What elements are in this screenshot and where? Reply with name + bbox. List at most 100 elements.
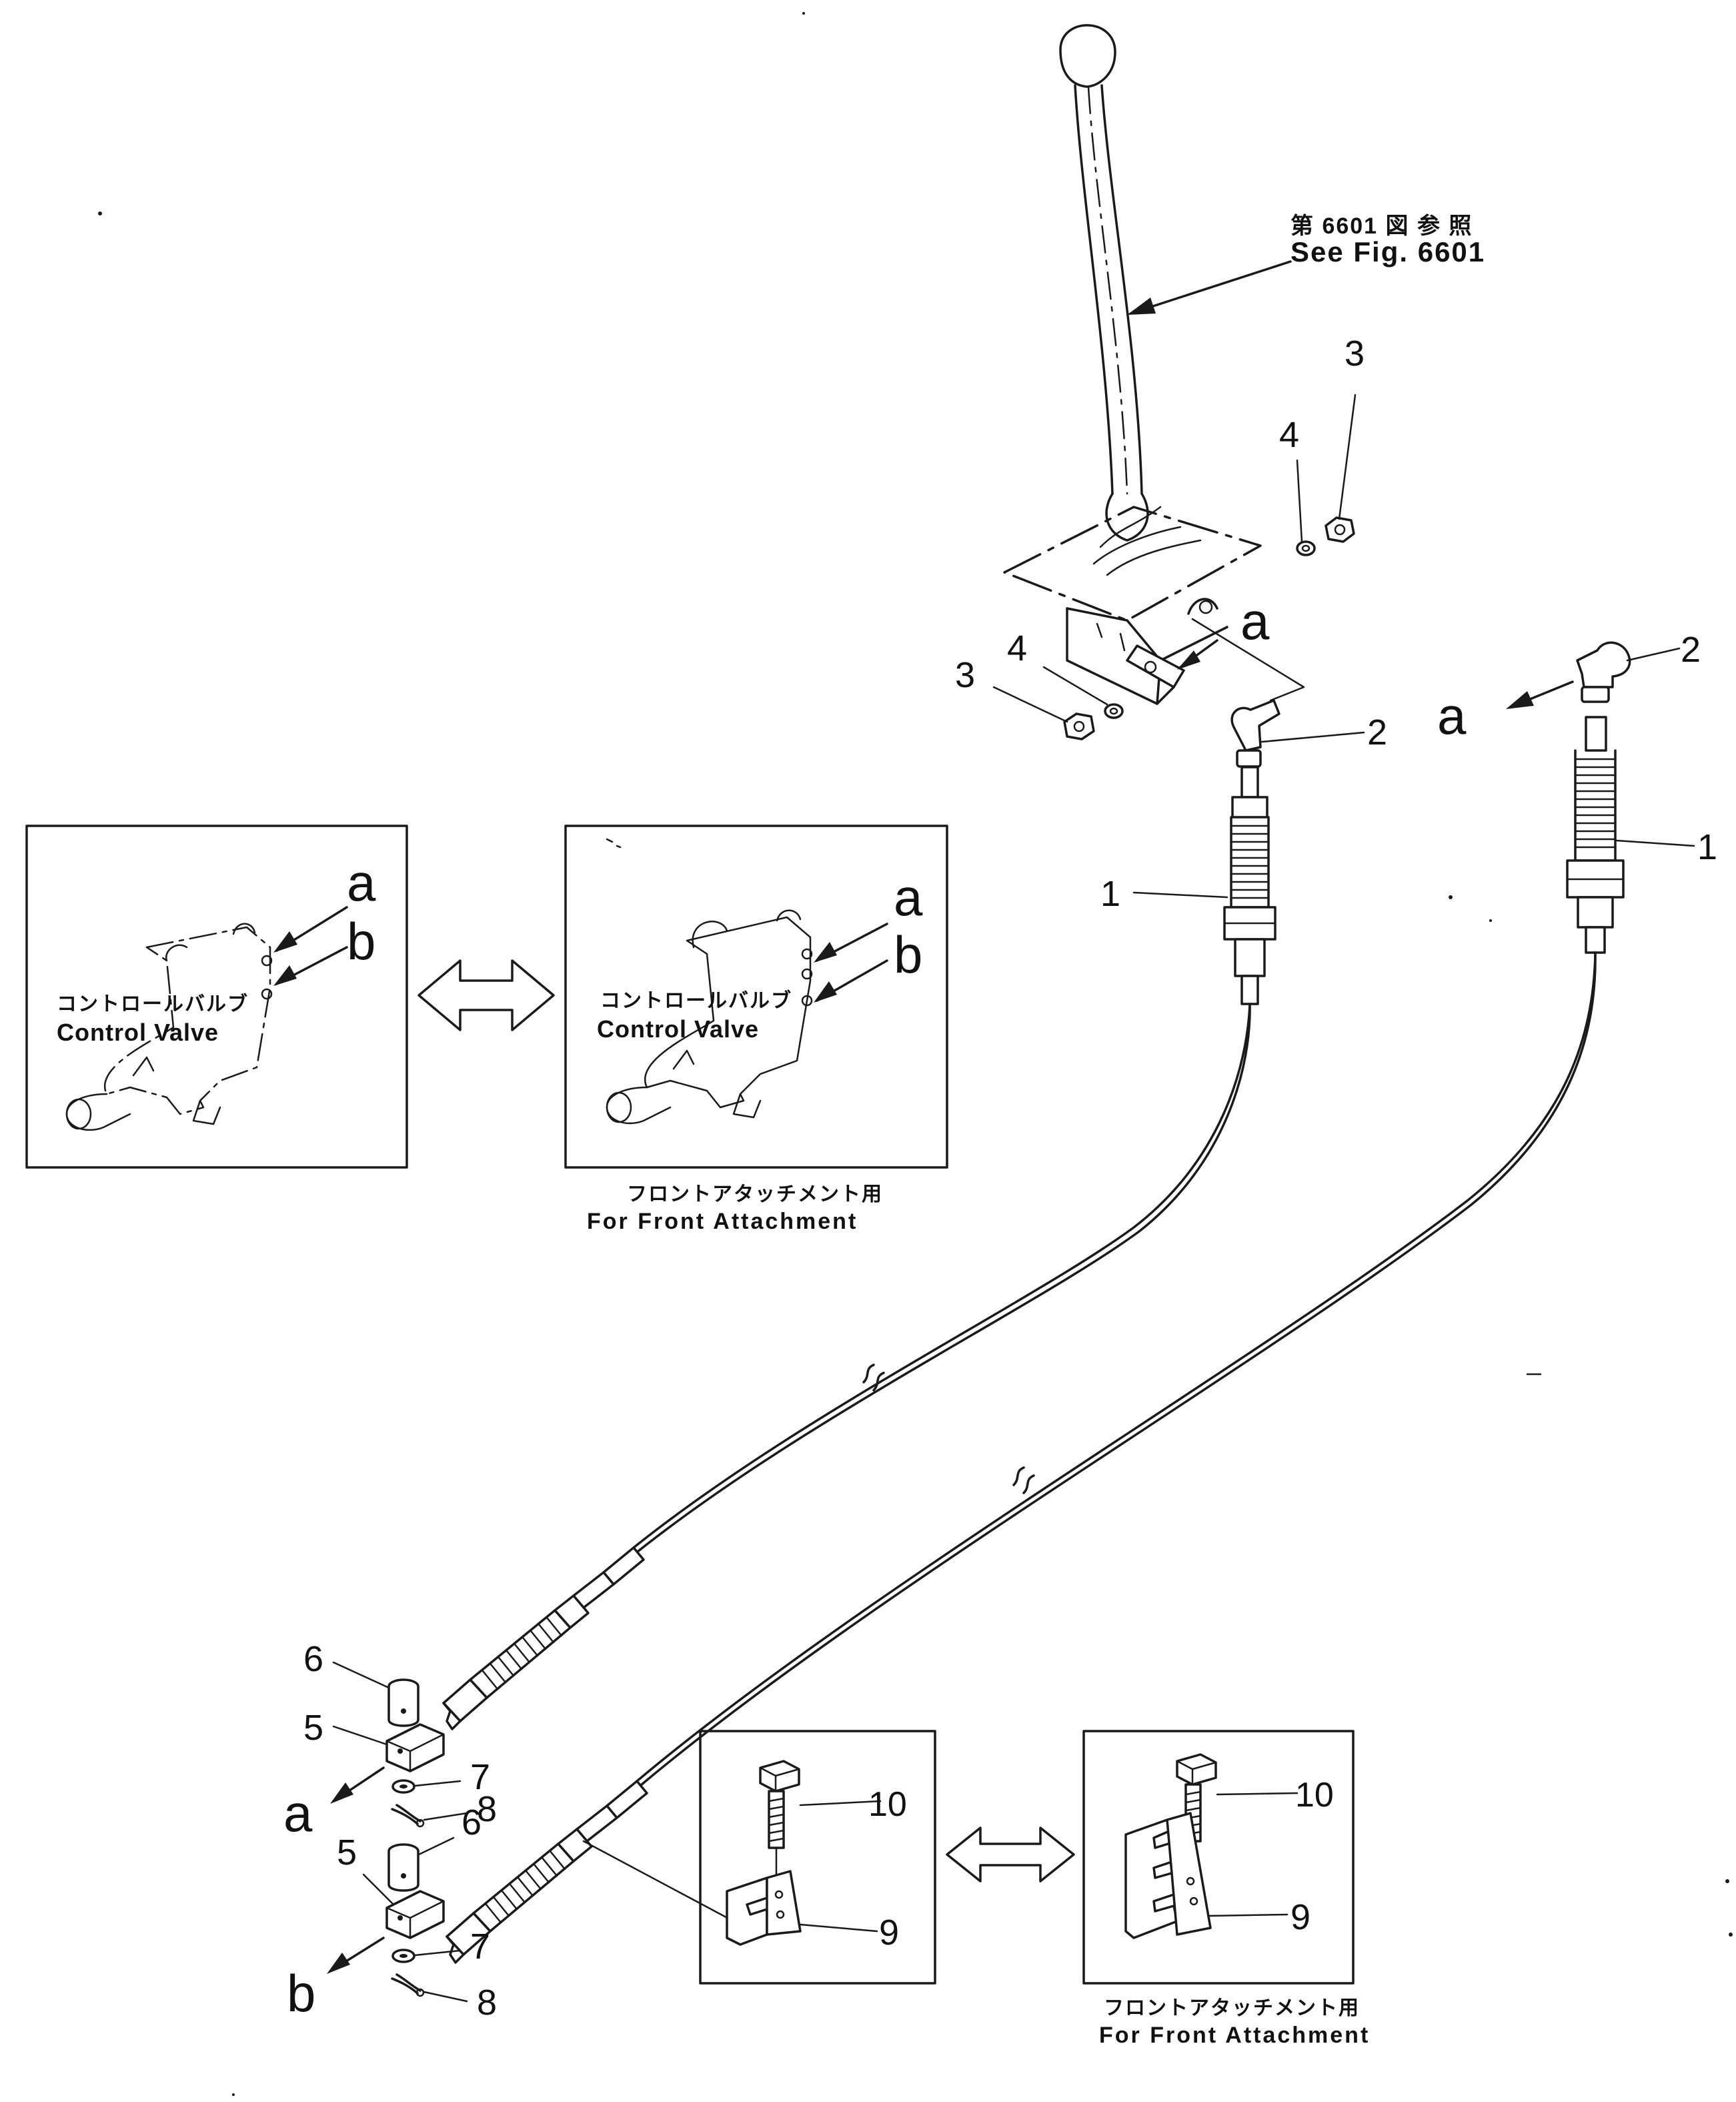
arrow-a-left-box xyxy=(273,906,348,953)
arrow-b-right-box xyxy=(814,959,888,1003)
callout-3-lower: 3 xyxy=(955,655,975,695)
leader-7-a xyxy=(413,1780,462,1787)
inset-box-bracket-left xyxy=(699,1730,936,1985)
leader-6-b xyxy=(417,1836,455,1856)
nut-3-lower xyxy=(1063,712,1095,740)
callout-10-left: 10 xyxy=(868,1785,907,1824)
callout-6-a: 6 xyxy=(303,1639,323,1679)
leader-10-left xyxy=(799,1800,882,1806)
callout-7-b: 7 xyxy=(470,1927,490,1967)
scan-specks xyxy=(98,12,1733,2096)
callout-5-b: 5 xyxy=(337,1832,357,1873)
leader-2-left xyxy=(1260,731,1365,743)
callout-7-a: 7 xyxy=(470,1757,490,1797)
leader-cable-to-bracket xyxy=(582,1840,735,1923)
leader-8-a xyxy=(423,1812,468,1821)
letter-a-bracket: a xyxy=(1240,592,1270,650)
leader-3-lower xyxy=(992,686,1068,723)
leader-2-right xyxy=(1626,647,1681,662)
control-valve-en-left: Control Valve xyxy=(57,1019,219,1046)
control-lever xyxy=(1059,24,1202,576)
callout-6-b: 6 xyxy=(462,1802,482,1843)
leader-10-right xyxy=(1216,1792,1298,1796)
ball-joint-2-left xyxy=(1230,699,1280,768)
callout-2-left: 2 xyxy=(1367,712,1387,752)
washer-4-lower xyxy=(1104,703,1124,719)
leader-9-right xyxy=(1207,1913,1288,1917)
washer-4-upper xyxy=(1296,540,1316,556)
leader-1-right xyxy=(1615,839,1695,847)
clevis-5-b xyxy=(385,1890,445,1939)
inset-box-control-valve-left xyxy=(25,825,408,1169)
leader-5-b xyxy=(362,1873,395,1906)
bracket-9-left xyxy=(726,1870,802,1946)
cable-end-lower xyxy=(446,1780,648,1964)
callout-8-a: 8 xyxy=(477,1789,497,1829)
leader-3-upper xyxy=(1338,394,1357,520)
leader-4-upper xyxy=(1296,459,1303,543)
nut-3-upper xyxy=(1325,516,1355,543)
callout-4-upper: 4 xyxy=(1279,415,1299,455)
lever-base-bracket xyxy=(1003,506,1262,705)
callout-2-right: 2 xyxy=(1681,630,1701,670)
arrow-b-clevis xyxy=(327,1937,385,1974)
cotter-pin-8-b xyxy=(391,1973,425,1997)
double-arrow-top xyxy=(417,959,555,1031)
callout-1-left: 1 xyxy=(1100,874,1120,914)
leader-5-a xyxy=(332,1725,388,1746)
letter-a-left-box: a xyxy=(347,853,376,912)
arrow-a-right-box xyxy=(814,923,888,963)
letter-a-right-box: a xyxy=(894,868,923,927)
inset-box-bracket-right xyxy=(1082,1730,1355,1985)
clevis-5-a xyxy=(385,1723,445,1772)
callout-8-b: 8 xyxy=(477,1983,497,2023)
leader-9-left xyxy=(799,1923,878,1933)
front-attachment-en-bottom: For Front Attachment xyxy=(1099,2023,1370,2048)
cable-run-right xyxy=(636,951,1597,1786)
control-valve-jp-left: コントロールバルブ xyxy=(57,993,249,1015)
arrow-into-bracket xyxy=(1177,618,1305,702)
leader-4-lower xyxy=(1042,666,1108,706)
arrow-a-clevis xyxy=(330,1766,385,1804)
callout-9-right: 9 xyxy=(1290,1897,1311,1937)
arrow-b-left-box xyxy=(273,946,348,986)
bolt-10-left xyxy=(759,1760,800,1883)
double-arrow-bottom xyxy=(946,1826,1075,1883)
pin-6-b xyxy=(387,1843,419,1892)
washer-7-b xyxy=(391,1949,415,1963)
leader-7-b xyxy=(413,1949,462,1957)
control-valve-jp-right: コントロールバルブ xyxy=(600,989,792,1012)
reference-leader xyxy=(1127,260,1292,315)
cable-run-left xyxy=(632,1003,1251,1553)
bracket-9-right xyxy=(1124,1812,1212,1939)
reference-en: See Fig. 6601 xyxy=(1290,236,1485,268)
leader-6-a xyxy=(332,1661,390,1689)
callout-10-right: 10 xyxy=(1295,1776,1334,1814)
washer-7-a xyxy=(391,1779,415,1794)
letter-b-clevis: b xyxy=(287,1964,315,2023)
arrow-a-right xyxy=(1506,680,1574,709)
leader-1-left xyxy=(1132,891,1228,899)
letter-b-right-box: b xyxy=(894,925,922,984)
callout-5-a: 5 xyxy=(303,1708,323,1748)
cotter-pin-8-a xyxy=(391,1804,425,1828)
control-valve-en-right: Control Valve xyxy=(597,1015,759,1043)
letter-a-right: a xyxy=(1437,686,1467,745)
pin-6-a xyxy=(387,1678,419,1727)
cable-1-left-fitting xyxy=(1223,766,1276,1005)
front-attachment-en-top: For Front Attachment xyxy=(587,1209,858,1234)
ball-joint-2-right xyxy=(1576,641,1631,703)
callout-1-right: 1 xyxy=(1697,827,1717,867)
callout-9-left: 9 xyxy=(879,1913,899,1953)
cable-end-upper xyxy=(442,1546,645,1730)
inset-box-control-valve-right xyxy=(564,825,948,1169)
letter-b-left-box: b xyxy=(347,912,375,971)
callout-3-upper: 3 xyxy=(1345,334,1365,374)
front-attachment-jp-bottom: フロントアタッチメント用 xyxy=(1104,1997,1360,2019)
cable-1-right-fitting xyxy=(1566,716,1625,954)
letter-a-clevis: a xyxy=(283,1784,313,1843)
reference-jp: 第 6601 図 参 照 xyxy=(1290,213,1473,239)
leader-8-b xyxy=(423,1991,468,2003)
front-attachment-jp-top: フロントアタッチメント用 xyxy=(627,1183,883,1205)
